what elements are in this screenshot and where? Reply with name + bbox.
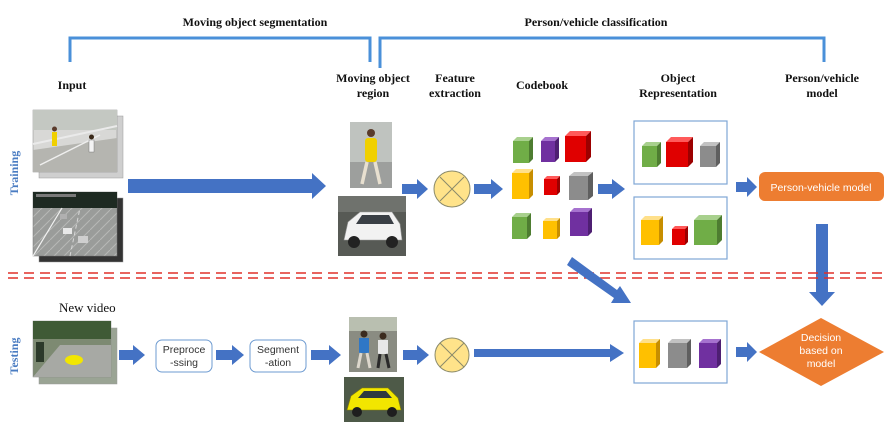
classification-bracket bbox=[378, 36, 826, 68]
feature-label-2: extraction bbox=[429, 86, 481, 100]
cube-green-2 bbox=[512, 213, 531, 239]
moving-region-label-1: Moving object bbox=[336, 71, 410, 85]
pv-model-label-1: Person/vehicle bbox=[785, 71, 860, 85]
decision-label-2: based on bbox=[799, 345, 842, 357]
cube-red bbox=[565, 131, 591, 162]
codebook-to-test-representation-arrow bbox=[567, 257, 631, 303]
person-vehicle-model-box: Person-vehicle model bbox=[759, 172, 884, 201]
preprocess-to-segment-arrow bbox=[216, 345, 244, 365]
preprocessing-box: Preproce -ssing bbox=[155, 339, 213, 373]
codebook-cubes bbox=[512, 131, 593, 239]
cube-yellow bbox=[512, 169, 533, 199]
representation-box-vehicle bbox=[633, 196, 728, 260]
region-to-feature-arrow bbox=[402, 179, 428, 199]
input-column-label: Input bbox=[58, 78, 87, 92]
new-video-label: New video bbox=[59, 300, 116, 315]
train-test-divider bbox=[8, 272, 884, 279]
pedestrian-region-crop bbox=[350, 122, 392, 188]
cube-gray bbox=[569, 172, 593, 200]
cube-green bbox=[513, 137, 533, 163]
suv-region-crop bbox=[338, 196, 406, 256]
feature-label-1: Feature bbox=[435, 71, 475, 85]
classification-header: Person/vehicle classification bbox=[525, 15, 668, 29]
object-rep-label-2: Representation bbox=[639, 86, 717, 100]
cube-red-small bbox=[544, 176, 560, 195]
pv-model-label-2: model bbox=[806, 86, 838, 100]
training-flow-arrow bbox=[128, 173, 326, 199]
codebook-to-representation-arrow bbox=[598, 179, 625, 199]
cube-purple bbox=[541, 137, 559, 162]
test-pedestrian-crop bbox=[349, 317, 397, 372]
feature-to-codebook-arrow bbox=[474, 179, 503, 199]
test-region-to-feature-arrow bbox=[403, 345, 429, 365]
decision-label-3: model bbox=[807, 358, 836, 370]
segmentation-header: Moving object segmentation bbox=[183, 15, 328, 29]
cube-yellow-2 bbox=[543, 218, 560, 239]
test-representation-box bbox=[633, 320, 728, 384]
test-representation-to-decision-arrow bbox=[736, 342, 757, 362]
test-feature-extraction-icon bbox=[434, 337, 470, 373]
segmentation-box: Segment -ation bbox=[249, 339, 307, 373]
codebook-label: Codebook bbox=[516, 78, 568, 92]
segmentation-label-2: -ation bbox=[265, 357, 291, 369]
testing-row-label: Testing bbox=[7, 338, 21, 375]
test-car-crop bbox=[344, 377, 404, 422]
training-video-traffic bbox=[32, 191, 124, 263]
decision-diamond: Decision based on model bbox=[759, 318, 884, 386]
object-rep-label-1: Object bbox=[661, 71, 696, 85]
cube-purple-2 bbox=[570, 208, 592, 236]
training-row-label: Training bbox=[7, 151, 21, 195]
representation-to-model-arrow bbox=[736, 177, 757, 197]
feature-extraction-icon bbox=[433, 170, 471, 208]
representation-box-person bbox=[633, 120, 728, 185]
segment-to-region-arrow bbox=[311, 345, 341, 365]
moving-region-label-2: region bbox=[357, 86, 390, 100]
test-feature-to-representation-arrow bbox=[474, 344, 624, 362]
test-video-frame bbox=[32, 320, 118, 385]
preprocessing-label-1: Preproce bbox=[163, 344, 206, 356]
segmentation-bracket bbox=[68, 36, 372, 62]
decision-label-1: Decision bbox=[801, 332, 841, 344]
video-to-preprocess-arrow bbox=[119, 345, 145, 365]
preprocessing-label-2: -ssing bbox=[170, 357, 198, 369]
segmentation-label-1: Segment bbox=[257, 344, 299, 356]
training-video-pedestrian bbox=[32, 109, 124, 179]
person-vehicle-model-label: Person-vehicle model bbox=[771, 182, 872, 194]
model-to-decision-arrow bbox=[809, 224, 835, 306]
